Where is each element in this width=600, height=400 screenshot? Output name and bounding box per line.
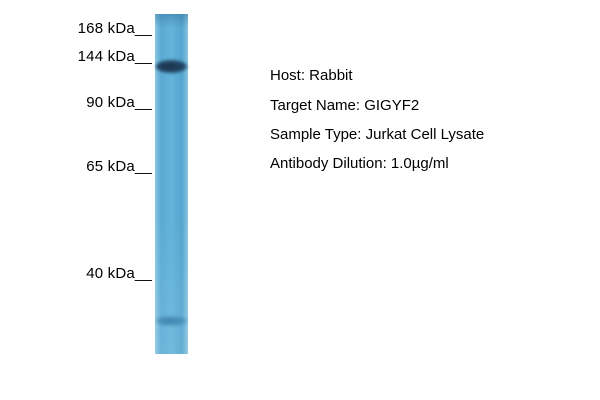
protein-band-faint bbox=[156, 316, 187, 326]
marker-label-144kda: 144 kDa__ bbox=[77, 48, 152, 65]
annotation-target-name: Target Name: GIGYF2 bbox=[270, 97, 420, 114]
protein-band-strong bbox=[156, 60, 187, 73]
blot-lane bbox=[155, 14, 188, 354]
annotation-sample-type: Sample Type: Jurkat Cell Lysate bbox=[270, 126, 485, 143]
marker-label-90kda: 90 kDa__ bbox=[86, 94, 152, 111]
annotation-antibody-dilution: Antibody Dilution: 1.0µg/ml bbox=[270, 155, 449, 172]
annotation-host: Host: Rabbit bbox=[270, 67, 353, 84]
marker-label-168kda: 168 kDa__ bbox=[77, 20, 152, 37]
marker-label-40kda: 40 kDa__ bbox=[86, 265, 152, 282]
marker-label-65kda: 65 kDa__ bbox=[86, 158, 152, 175]
